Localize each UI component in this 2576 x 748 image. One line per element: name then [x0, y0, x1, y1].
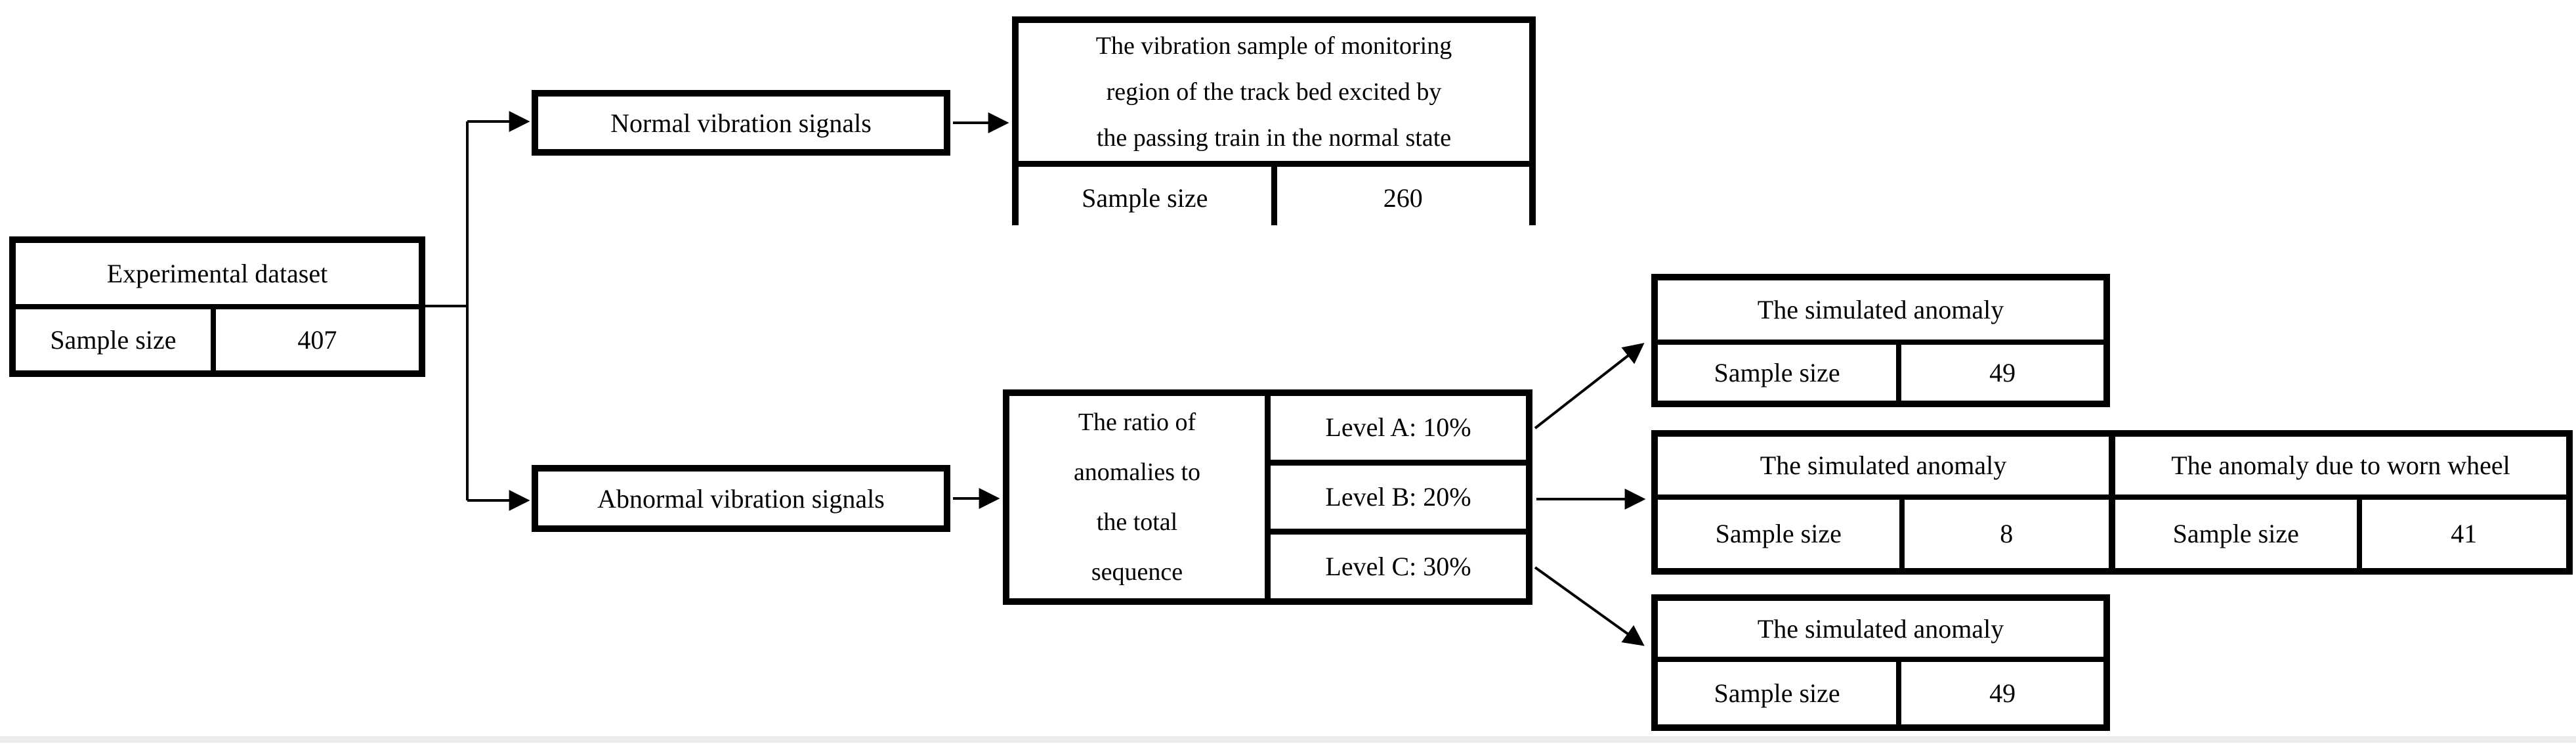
root-sample-size-label: Sample size — [16, 309, 211, 370]
normal-sample-size-value: 260 — [1277, 167, 1529, 230]
level-b-worn-wheel-table: The anomaly due to worn wheel Sample siz… — [2115, 437, 2566, 568]
normal-result-description-line: The vibration sample of monitoring — [1095, 32, 1452, 60]
arrow-level-a — [1534, 343, 1645, 429]
level-c-sample-size-value: 49 — [1901, 662, 2103, 724]
level-b-result-table: The simulated anomaly Sample size 8 The … — [1651, 430, 2573, 575]
level-a-sample-size-value: 49 — [1901, 345, 2103, 401]
level-b-simulated-title: The simulated anomaly — [1658, 437, 2109, 495]
normal-vibration-signals-box: Normal vibration signals — [532, 90, 950, 156]
level-a-cell: Level A: 10% — [1271, 396, 1526, 460]
level-a-result-title: The simulated anomaly — [1658, 280, 2103, 340]
anomaly-ratio-table: The ratio of anomalies to the total sequ… — [1003, 389, 1532, 605]
experimental-dataset-box: Experimental dataset Sample size 407 — [9, 236, 425, 377]
bottom-page-strip — [0, 736, 2576, 743]
normal-result-description-line: region of the track bed excited by — [1106, 78, 1442, 106]
level-b-simulated-anomaly-table: The simulated anomaly Sample size 8 — [1658, 437, 2109, 568]
level-b-simulated-sample-size-label: Sample size — [1658, 500, 1899, 568]
level-b-cell: Level B: 20% — [1271, 465, 1526, 529]
ratio-description-line: anomalies to — [1073, 458, 1201, 486]
level-a-result-table: The simulated anomaly Sample size 49 — [1651, 274, 2110, 407]
level-c-result-table: The simulated anomaly Sample size 49 — [1651, 594, 2110, 731]
level-a-sample-size-label: Sample size — [1658, 345, 1897, 401]
level-c-sample-size-label: Sample size — [1658, 662, 1897, 724]
normal-result-table: The vibration sample of monitoring regio… — [1012, 16, 1536, 230]
arrow-level-c — [1534, 566, 1645, 646]
level-c-result-title: The simulated anomaly — [1658, 601, 2103, 657]
ratio-description-line: The ratio of — [1078, 408, 1196, 436]
level-b-worn-wheel-sample-size-value: 41 — [2361, 500, 2566, 568]
root-sample-size-value: 407 — [215, 309, 419, 370]
normal-result-description-line: the passing train in the normal state — [1096, 124, 1452, 152]
level-b-worn-wheel-sample-size-label: Sample size — [2115, 500, 2357, 568]
ratio-description: The ratio of anomalies to the total sequ… — [1009, 396, 1265, 598]
ratio-description-line: sequence — [1091, 558, 1183, 586]
abnormal-vibration-signals-box: Abnormal vibration signals — [532, 465, 950, 532]
ratio-description-line: the total — [1096, 508, 1178, 536]
experimental-dataset-title: Experimental dataset — [16, 243, 419, 304]
level-b-simulated-sample-size-value: 8 — [1904, 500, 2109, 568]
level-c-cell: Level C: 30% — [1271, 535, 1526, 598]
normal-sample-size-label: Sample size — [1019, 167, 1271, 230]
level-b-worn-wheel-title: The anomaly due to worn wheel — [2115, 437, 2566, 495]
normal-result-description: The vibration sample of monitoring regio… — [1019, 23, 1529, 161]
